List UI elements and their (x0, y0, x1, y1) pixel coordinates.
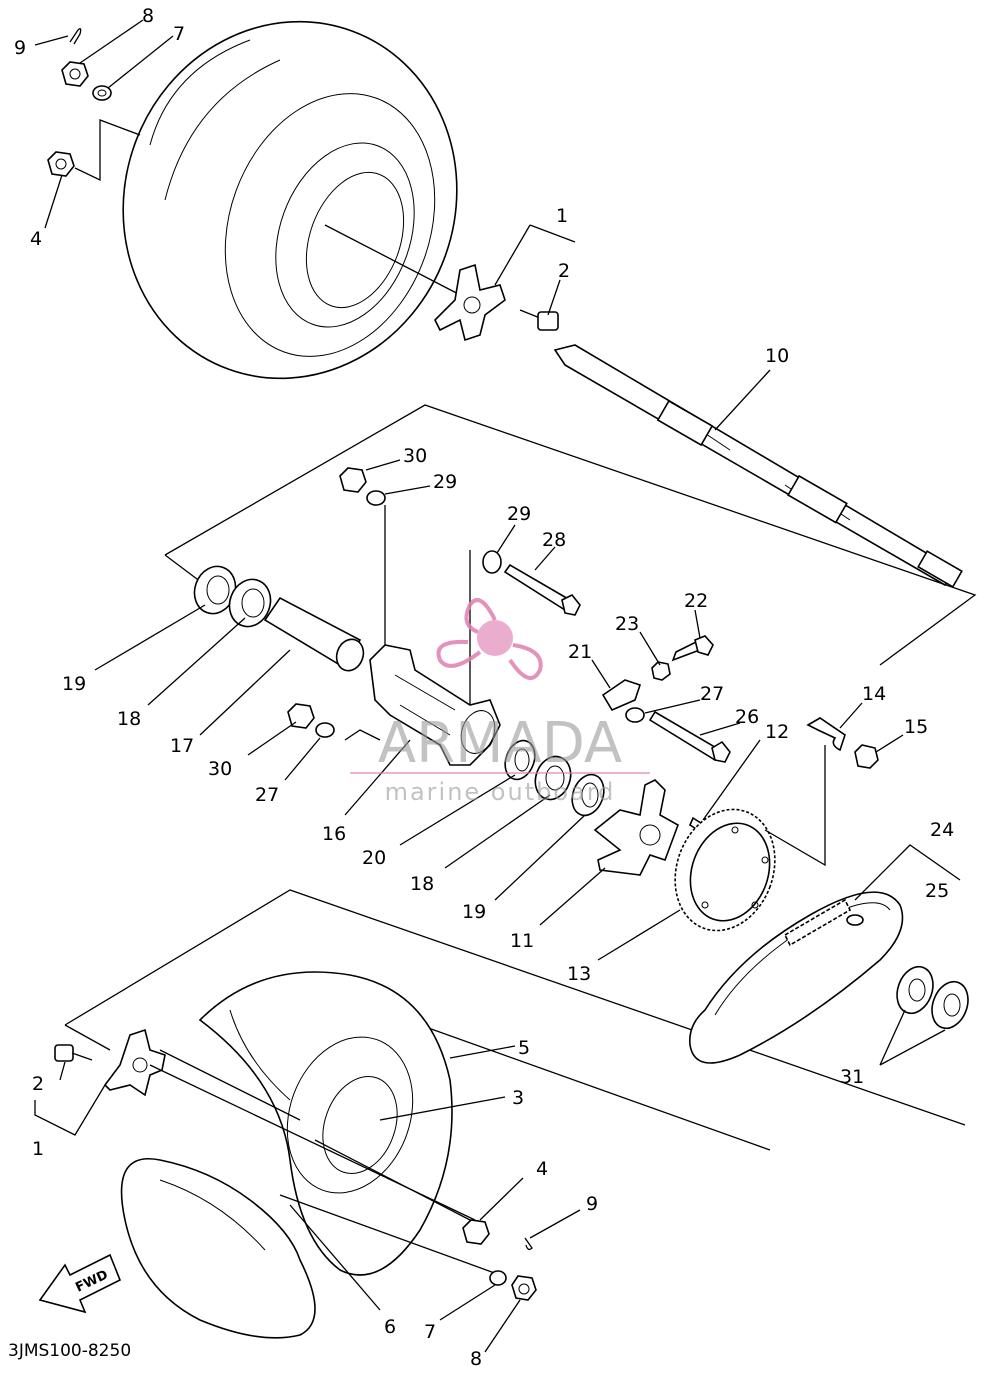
rear-sprocket (674, 808, 776, 932)
callout-label: 30 (403, 445, 427, 467)
upper-hub (434, 263, 506, 342)
propeller-logo-icon (436, 598, 543, 680)
callout-label: 16 (322, 823, 346, 845)
washer-27-right (625, 707, 645, 723)
callout-label: 30 (208, 758, 232, 780)
nut-15 (854, 744, 879, 769)
oil-seal-20 (504, 739, 536, 781)
callout-label: 4 (30, 228, 42, 250)
axle (553, 344, 963, 588)
leader-lines (34, 19, 946, 1353)
armada-watermark: ARMADA marine outboard (350, 598, 650, 806)
upper-tire (122, 20, 458, 380)
bolt-26 (648, 710, 731, 763)
lower-tire (120, 971, 453, 1339)
callout-label: 1 (556, 205, 568, 227)
callout-label: 7 (424, 1321, 436, 1343)
callout-label: 13 (567, 963, 591, 985)
callout-label: 8 (142, 5, 154, 27)
top-nut-lower (47, 151, 75, 177)
nut-23 (651, 661, 671, 681)
nut-30-top (339, 467, 367, 493)
callout-label: 25 (925, 880, 949, 902)
watermark-tagline: marine outboard (385, 778, 616, 806)
callout-label: 12 (765, 721, 789, 743)
bearing-18-left (228, 578, 272, 628)
callout-label: 21 (568, 641, 592, 663)
callout-label: 4 (536, 1158, 548, 1180)
callout-label: 28 (542, 529, 566, 551)
chain-adjuster (601, 679, 642, 712)
callout-label: 19 (462, 901, 486, 923)
callout-label: 8 (470, 1348, 482, 1370)
bolt-28 (503, 563, 581, 616)
callout-label: 19 (62, 673, 86, 695)
callout-label: 1 (32, 1138, 44, 1160)
collar-31-b (931, 980, 969, 1030)
lower-hub-bolt (54, 1044, 93, 1062)
callout-label: 11 (510, 930, 534, 952)
washer-29-right (482, 550, 502, 574)
diagram-code: 3JMS100-8250 (8, 1341, 131, 1361)
callout-label: 18 (410, 873, 434, 895)
callout-label: 23 (615, 613, 639, 635)
callout-label: 24 (930, 819, 954, 841)
clip-14 (806, 717, 846, 752)
lower-nut-8 (511, 1275, 537, 1301)
lower-nut-4 (462, 1219, 490, 1245)
washer-29-top (366, 490, 386, 506)
callout-labels: 9 8 7 4 1 2 10 30 29 29 28 22 23 21 27 1… (14, 5, 954, 1370)
upper-hub-bolt (519, 309, 559, 331)
bolt-22 (671, 635, 714, 662)
callout-label: 27 (700, 683, 724, 705)
callout-label: 22 (684, 590, 708, 612)
lower-hub (103, 1028, 166, 1097)
callout-label: 15 (904, 716, 928, 738)
callout-label: 20 (362, 847, 386, 869)
watermark-brand: ARMADA (378, 711, 622, 776)
callout-label: 31 (840, 1066, 864, 1088)
lower-washer-7 (489, 1270, 507, 1286)
chain-joint (846, 914, 864, 926)
washer-27-lower (315, 722, 335, 738)
callout-label: 14 (862, 683, 886, 705)
sprocket-hub (593, 779, 679, 876)
callout-label: 27 (255, 784, 279, 806)
axle-housing (369, 644, 501, 766)
callout-label: 5 (518, 1037, 530, 1059)
top-washer (92, 85, 112, 101)
callout-label: 26 (735, 706, 759, 728)
collar-31-a (896, 965, 934, 1015)
top-nut (61, 61, 89, 87)
callout-label: 2 (558, 260, 570, 282)
callout-label: 7 (173, 23, 185, 45)
callout-label: 18 (117, 708, 141, 730)
oil-seal-19-right (571, 773, 605, 817)
nut-30-lower (287, 703, 315, 729)
callout-label: 9 (14, 37, 26, 59)
callout-label: 10 (765, 345, 789, 367)
callout-label: 29 (507, 503, 531, 525)
callout-label: 17 (170, 735, 194, 757)
drive-chain (688, 891, 904, 1064)
lower-cotter-pin (524, 1237, 533, 1251)
callout-label: 6 (384, 1316, 396, 1338)
spacer-tube (263, 596, 365, 672)
forward-direction-arrow: FWD (38, 1253, 122, 1314)
callout-label: 3 (512, 1087, 524, 1109)
top-cotter-pin (69, 28, 82, 45)
callout-label: 9 (586, 1193, 598, 1215)
callout-label: 29 (433, 471, 457, 493)
callout-label: 2 (32, 1073, 44, 1095)
